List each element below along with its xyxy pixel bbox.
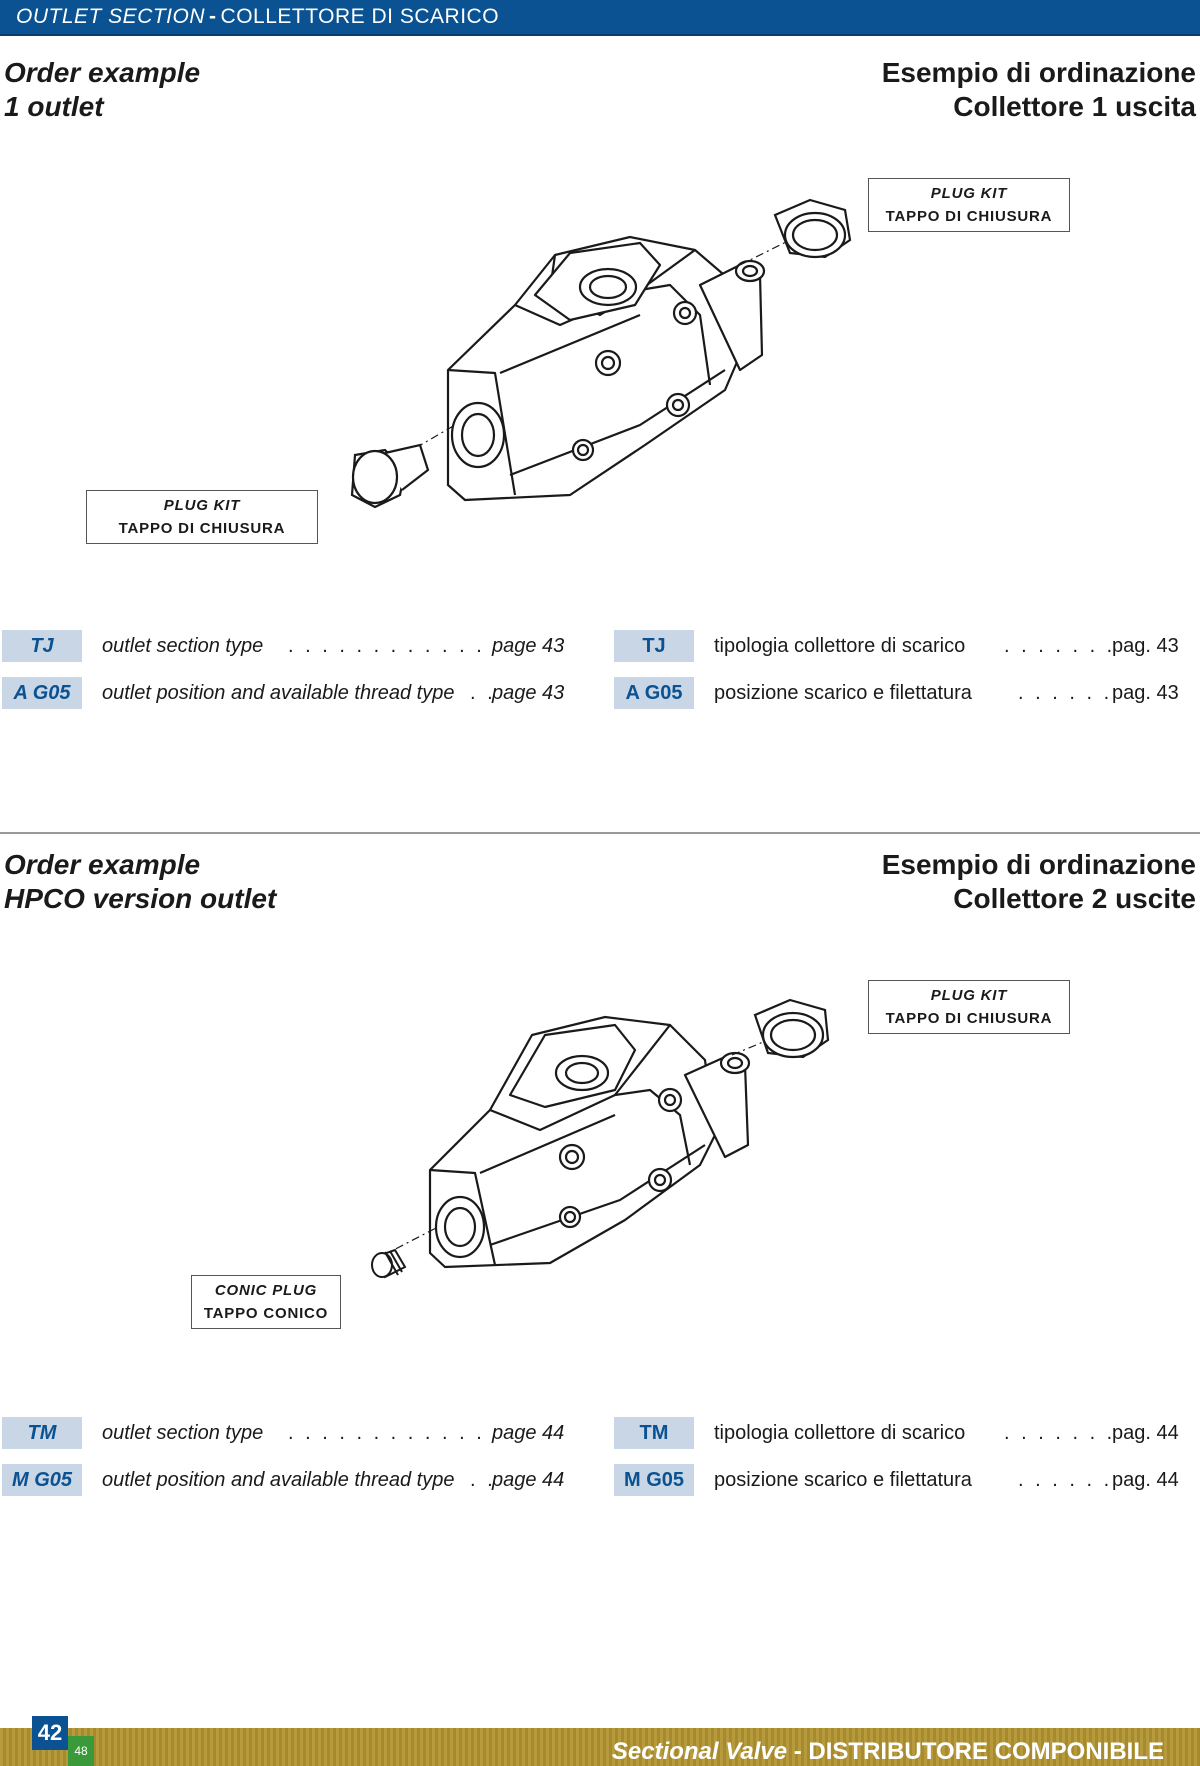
- section-2-callout-plug-kit: PLUG KIT TAPPO DI CHIUSURA: [868, 980, 1070, 1034]
- footer-separator: -: [793, 1738, 802, 1765]
- callout-label-en: CONIC PLUG: [214, 1282, 318, 1299]
- section-1-title-it: Esempio di ordinazione Collettore 1 usci…: [882, 56, 1196, 124]
- section-2-title-en-line1: Order example: [4, 849, 201, 880]
- callout-label-it: TAPPO CONICO: [203, 1305, 329, 1322]
- section-divider: [0, 832, 1200, 834]
- section-2-title-it-line2: Collettore 2 uscite: [953, 883, 1196, 914]
- footer-title-it: DISTRIBUTORE COMPONIBILE: [808, 1738, 1164, 1765]
- page-header-bar: OUTLET SECTION-COLLETTORE DI SCARICO: [0, 0, 1200, 36]
- section-1-callout-plug-kit-bottom: PLUG KIT TAPPO DI CHIUSURA: [86, 490, 318, 544]
- section-2-title-it: Esempio di ordinazione Collettore 2 usci…: [882, 848, 1196, 916]
- description-en: outlet position and available thread typ…: [102, 682, 455, 704]
- description-en: outlet section type: [102, 1422, 264, 1444]
- page-ref-it: pag. 44: [1112, 1469, 1179, 1491]
- leader-dots-en: . .: [470, 682, 494, 704]
- page-ref-en: page 43: [492, 635, 565, 657]
- header-title-it: COLLETTORE DI SCARICO: [220, 5, 500, 28]
- section-2-row-1: TM outlet section type . . . . . . . . .…: [0, 1417, 1200, 1451]
- order-code-it: A G05: [614, 677, 694, 709]
- page-ref-it: pag. 43: [1112, 682, 1179, 704]
- section-2-title-it-line1: Esempio di ordinazione: [881, 849, 1196, 880]
- header-separator: -: [209, 5, 217, 28]
- callout-label-en: PLUG KIT: [163, 497, 241, 514]
- header-title-en: OUTLET SECTION: [16, 5, 206, 28]
- leader-dots-en: . . . . . . . . . . . . . . . . .: [288, 1422, 488, 1444]
- callout-label-en: PLUG KIT: [930, 987, 1008, 1004]
- outlet-section-1-drawing: [350, 198, 852, 509]
- section-2-row-2: M G05 outlet position and available thre…: [0, 1464, 1200, 1498]
- section-1-title-it-line1: Esempio di ordinazione: [881, 57, 1196, 88]
- callout-label-it: TAPPO DI CHIUSURA: [885, 208, 1053, 225]
- page-ref-it: pag. 43: [1112, 635, 1179, 657]
- page-ref-en: page 44: [492, 1422, 565, 1444]
- section-2-title-en-line2: HPCO version outlet: [4, 883, 277, 914]
- callout-label-en: PLUG KIT: [930, 185, 1008, 202]
- order-code-en: TM: [2, 1417, 82, 1449]
- callout-label-it: TAPPO DI CHIUSURA: [118, 520, 286, 537]
- description-it: tipologia collettore di scarico: [714, 635, 966, 657]
- section-1-title-it-line2: Collettore 1 uscita: [953, 91, 1196, 122]
- leader-dots-it: . . . . . . . .: [1018, 1469, 1114, 1491]
- footer-title: Sectional Valve - DISTRIBUTORE COMPONIBI…: [612, 1738, 1164, 1766]
- section-2-callout-conic-plug: CONIC PLUG TAPPO CONICO: [191, 1275, 341, 1329]
- order-code-it: TJ: [614, 630, 694, 662]
- order-code-en: M G05: [2, 1464, 82, 1496]
- description-it: posizione scarico e filettatura: [714, 1469, 972, 1491]
- order-code-en: TJ: [2, 630, 82, 662]
- leader-dots-it: . . . . . . . .: [1018, 682, 1114, 704]
- leader-dots-en: . . . . . . . . . . . . . . . . .: [288, 635, 488, 657]
- section-1-callout-plug-kit-top: PLUG KIT TAPPO DI CHIUSURA: [868, 178, 1070, 232]
- leader-dots-it: . . . . . . . . .: [1004, 1422, 1114, 1444]
- leader-dots-it: . . . . . . . . .: [1004, 635, 1114, 657]
- page-number: 42: [32, 1716, 68, 1750]
- footer-title-en: Sectional Valve: [611, 1738, 788, 1765]
- order-code-it: TM: [614, 1417, 694, 1449]
- order-code-en: A G05: [2, 677, 82, 709]
- leader-dots-en: . .: [470, 1469, 494, 1491]
- description-it: posizione scarico e filettatura: [714, 682, 972, 704]
- section-1-title-en-line2: 1 outlet: [4, 91, 104, 122]
- page-ref-it: pag. 44: [1112, 1422, 1179, 1444]
- page-ref-en: page 44: [492, 1469, 565, 1491]
- callout-label-it: TAPPO DI CHIUSURA: [885, 1010, 1053, 1027]
- page-ref-en: page 43: [492, 682, 565, 704]
- section-1-title-en: Order example 1 outlet: [4, 56, 200, 124]
- section-1-row-2: A G05 outlet position and available thre…: [0, 677, 1200, 711]
- section-1-row-1: TJ outlet section type . . . . . . . . .…: [0, 630, 1200, 664]
- description-it: tipologia collettore di scarico: [714, 1422, 966, 1444]
- outlet-section-2-drawing: [371, 998, 830, 1279]
- order-code-it: M G05: [614, 1464, 694, 1496]
- description-en: outlet position and available thread typ…: [102, 1469, 455, 1491]
- section-2-title-en: Order example HPCO version outlet: [4, 848, 276, 916]
- description-en: outlet section type: [102, 635, 264, 657]
- page-footer-bar: [0, 1728, 1200, 1766]
- section-1-title-en-line1: Order example: [4, 57, 201, 88]
- sub-page-number: 48: [68, 1736, 94, 1766]
